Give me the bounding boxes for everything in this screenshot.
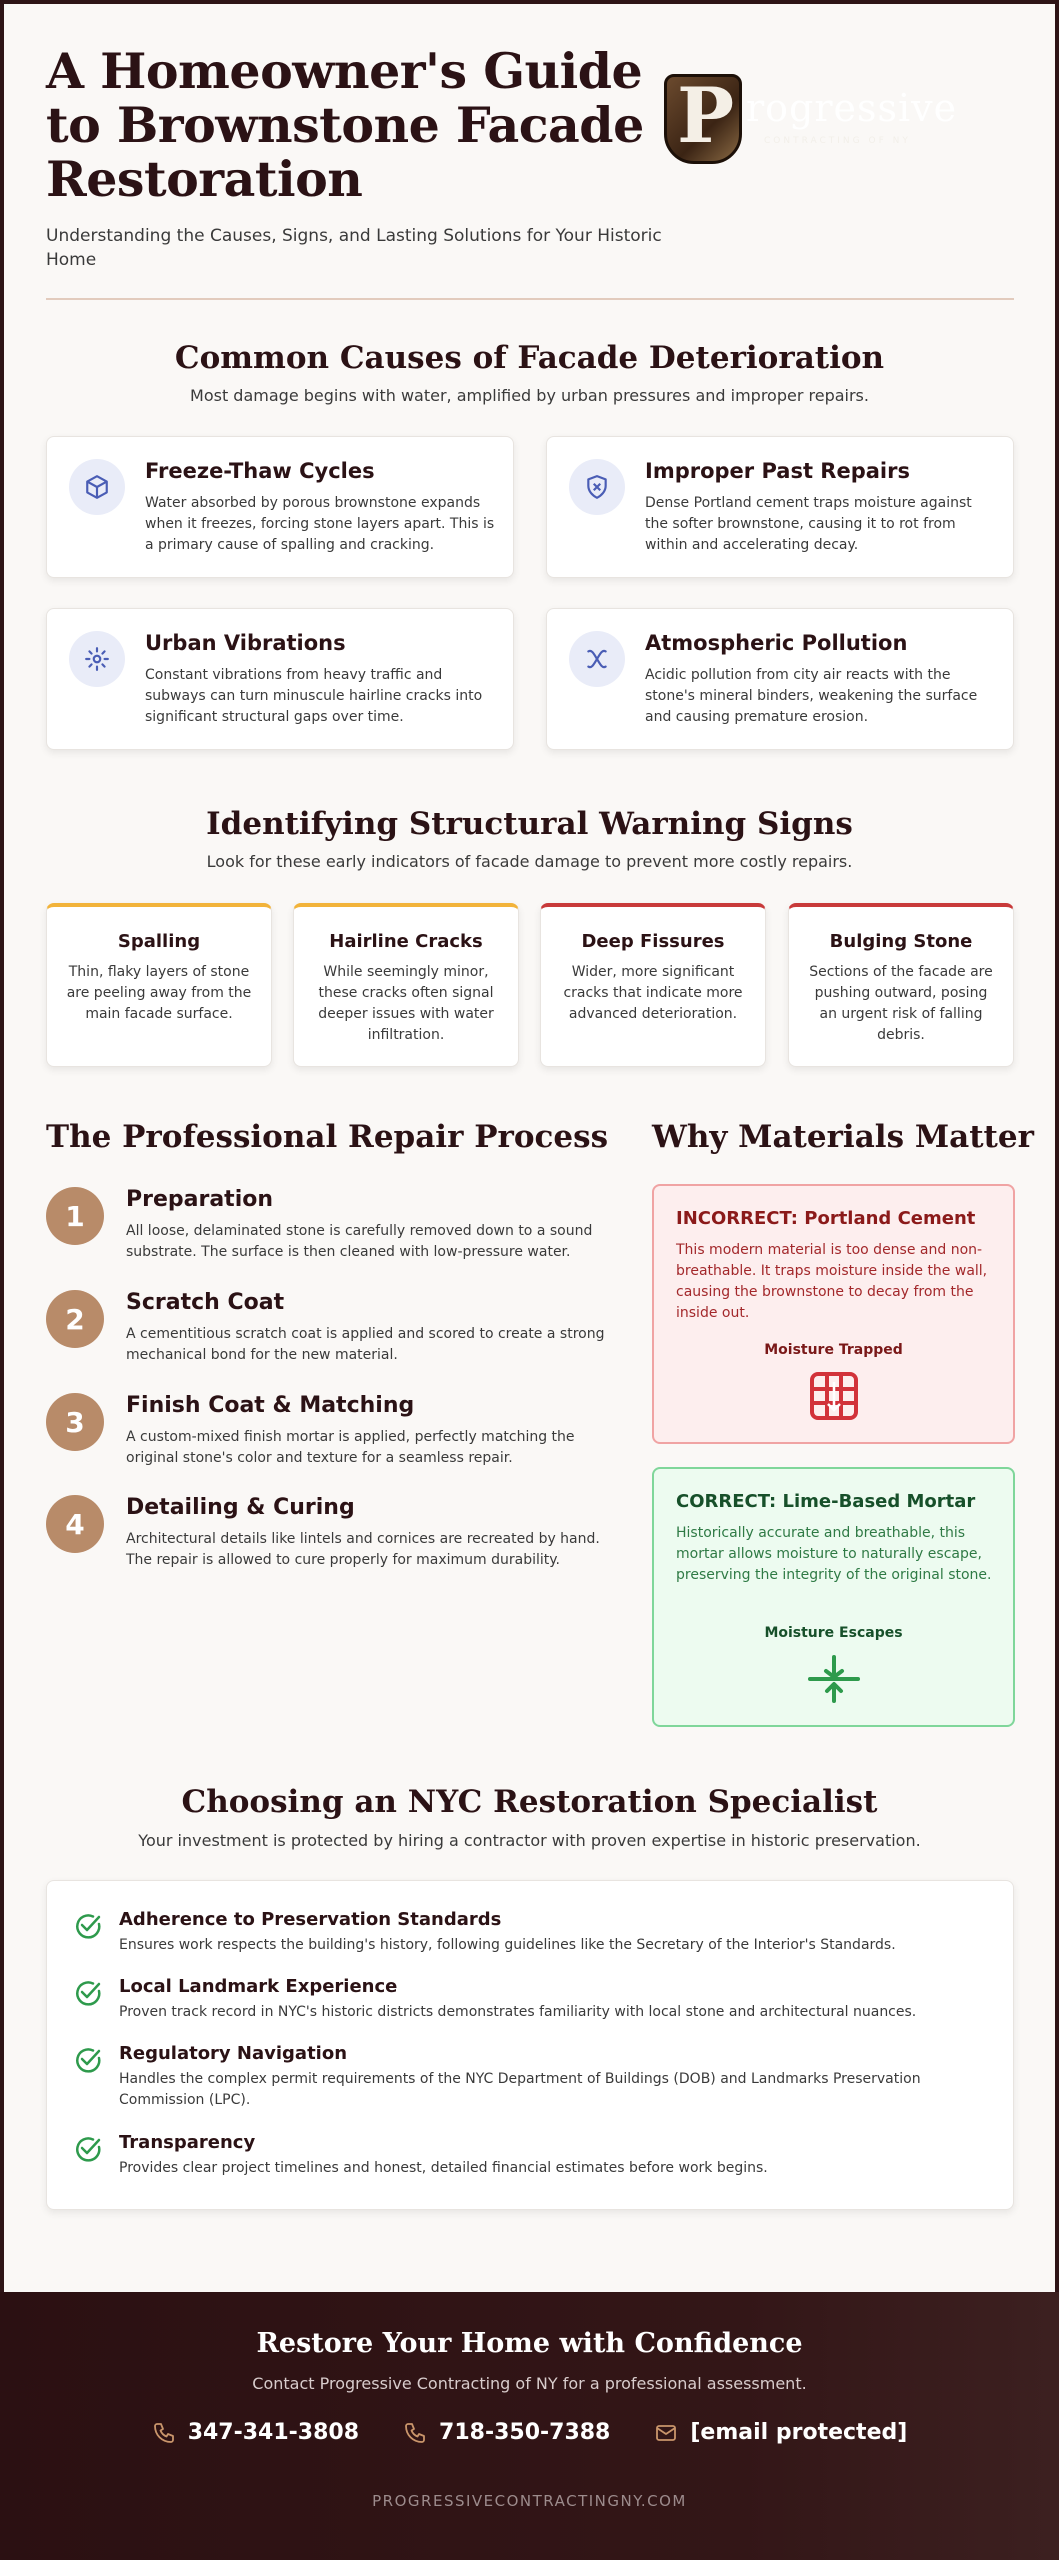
correct-heading: CORRECT: Lime-Based Mortar: [676, 1491, 976, 1512]
specialist-item-text: Proven track record in NYC's historic di…: [119, 2004, 917, 2020]
step-title: Finish Coat & Matching: [126, 1393, 415, 1418]
logo-wordmark: rogressive: [746, 86, 958, 130]
cause-text: Dense Portland cement traps moisture aga…: [645, 495, 972, 553]
sign-title: Hairline Cracks: [329, 931, 483, 952]
step-title: Scratch Coat: [126, 1290, 285, 1315]
page-subtitle: Understanding the Causes, Signs, and Las…: [46, 226, 662, 270]
contact-list: 347-341-3808 718-350-7388 [email protect…: [0, 2420, 1059, 2445]
specialist-title: Choosing an NYC Restoration Specialist: [181, 1784, 878, 1820]
cause-card-urban-vibrations: Urban Vibrations Constant vibrations fro…: [46, 608, 514, 750]
specialist-item-title: Transparency: [119, 2132, 256, 2153]
cause-card-improper-repairs: Improper Past Repairs Dense Portland cem…: [546, 436, 1014, 578]
check-circle-icon: [76, 2137, 101, 2162]
specialist-item-title: Adherence to Preservation Standards: [119, 1909, 502, 1930]
moisture-escapes-icon: [808, 1655, 860, 1703]
correct-material-box: CORRECT: Lime-Based Mortar Historically …: [652, 1467, 1015, 1727]
phone-icon: [405, 2422, 425, 2443]
check-circle-icon: [76, 1981, 101, 2006]
company-logo: P rogressive CONTRACTING OF NY: [664, 71, 984, 164]
materials-title: Why Materials Matter: [652, 1119, 1034, 1155]
phone-contact-1[interactable]: 347-341-3808: [152, 2420, 359, 2445]
step-number: 1: [46, 1187, 104, 1245]
cause-title: Atmospheric Pollution: [645, 631, 908, 655]
sign-text: Wider, more significant cracks that indi…: [563, 964, 743, 1022]
shield-x-icon: [569, 459, 625, 515]
moisture-trapped-label: Moisture Trapped: [764, 1342, 903, 1358]
cause-title: Freeze-Thaw Cycles: [145, 459, 375, 483]
cause-card-atmospheric-pollution: Atmospheric Pollution Acidic pollution f…: [546, 608, 1014, 750]
pollution-icon: [569, 631, 625, 687]
cube-icon: [69, 459, 125, 515]
moisture-trapped-icon: [810, 1372, 858, 1420]
sign-card-spalling: Spalling Thin, flaky layers of stone are…: [46, 903, 272, 1067]
header: A Homeowner's Guide to Brownstone Facade…: [46, 44, 1016, 272]
step-title: Detailing & Curing: [126, 1495, 355, 1520]
email-address[interactable]: [email protected]: [690, 2420, 908, 2445]
step-number: 2: [46, 1290, 104, 1348]
phone-number-1[interactable]: 347-341-3808: [187, 2420, 360, 2445]
step-title: Preparation: [126, 1187, 274, 1212]
sign-text: Thin, flaky layers of stone are peeling …: [66, 964, 252, 1022]
specialist-item-text: Provides clear project timelines and hon…: [119, 2160, 768, 2176]
specialist-item-text: Ensures work respects the building's his…: [119, 1937, 896, 1953]
website-link[interactable]: PROGRESSIVECONTRACTINGNY.COM: [372, 2492, 687, 2510]
signs-title: Identifying Structural Warning Signs: [206, 806, 853, 842]
sign-text: Sections of the facade are pushing outwa…: [809, 964, 993, 1043]
specialist-item-title: Local Landmark Experience: [119, 1976, 398, 1997]
phone-number-2[interactable]: 718-350-7388: [439, 2420, 611, 2445]
cause-text: Acidic pollution from city air reacts wi…: [645, 667, 978, 725]
footer-title: Restore Your Home with Confidence: [256, 2328, 803, 2359]
cause-title: Urban Vibrations: [145, 631, 346, 655]
logo-badge: P: [664, 71, 742, 164]
specialist-subtitle: Your investment is protected by hiring a…: [138, 1831, 921, 1850]
check-circle-icon: [76, 1914, 101, 1939]
specialist-card: Adherence to Preservation Standards Ensu…: [46, 1880, 1014, 2210]
sign-title: Spalling: [117, 931, 201, 952]
page-title: A Homeowner's Guide to Brownstone Facade…: [46, 42, 644, 208]
incorrect-material-box: INCORRECT: Portland Cement This modern m…: [652, 1184, 1015, 1444]
moisture-escapes-label: Moisture Escapes: [764, 1625, 903, 1641]
infographic-page: A Homeowner's Guide to Brownstone Facade…: [4, 4, 1055, 2292]
cause-text: Constant vibrations from heavy traffic a…: [145, 667, 483, 725]
vibration-icon: [69, 631, 125, 687]
specialist-item-text: Handles the complex permit requirements …: [119, 2071, 921, 2108]
causes-title: Common Causes of Facade Deterioration: [174, 340, 885, 376]
check-circle-icon: [76, 2048, 101, 2073]
step-number: 4: [46, 1495, 104, 1553]
footer: Restore Your Home with Confidence Contac…: [0, 2292, 1059, 2560]
logo-letter: P: [677, 71, 735, 160]
sign-card-hairline-cracks: Hairline Cracks While seemingly minor, t…: [293, 903, 519, 1067]
incorrect-text: This modern material is too dense and no…: [676, 1242, 988, 1321]
incorrect-heading: INCORRECT: Portland Cement: [676, 1208, 976, 1229]
process-title: The Professional Repair Process: [46, 1119, 609, 1155]
logo-tagline: CONTRACTING OF NY: [764, 136, 911, 146]
signs-subtitle: Look for these early indicators of facad…: [206, 852, 853, 871]
step-text: A custom-mixed finish mortar is applied,…: [126, 1429, 575, 1466]
header-divider: [46, 298, 1014, 300]
sign-title: Deep Fissures: [581, 931, 725, 952]
phone-icon: [153, 2422, 174, 2443]
sign-card-deep-fissures: Deep Fissures Wider, more significant cr…: [540, 903, 766, 1067]
cause-text: Water absorbed by porous brownstone expa…: [145, 495, 495, 553]
phone-contact-2[interactable]: 718-350-7388: [403, 2420, 610, 2445]
step-text: All loose, delaminated stone is carefull…: [126, 1223, 593, 1260]
cause-card-freeze-thaw: Freeze-Thaw Cycles Water absorbed by por…: [46, 436, 514, 578]
causes-subtitle: Most damage begins with water, amplified…: [190, 386, 869, 405]
mail-icon: [656, 2424, 677, 2441]
sign-text: While seemingly minor, these cracks ofte…: [318, 964, 494, 1043]
email-contact[interactable]: [email protected]: [654, 2420, 907, 2445]
correct-text: Historically accurate and breathable, th…: [676, 1525, 992, 1583]
sign-title: Bulging Stone: [829, 931, 973, 952]
specialist-item-title: Regulatory Navigation: [119, 2043, 348, 2064]
sign-card-bulging-stone: Bulging Stone Sections of the facade are…: [788, 903, 1014, 1067]
cause-title: Improper Past Repairs: [645, 459, 910, 483]
step-text: A cementitious scratch coat is applied a…: [126, 1326, 605, 1363]
step-number: 3: [46, 1393, 104, 1451]
step-text: Architectural details like lintels and c…: [126, 1531, 600, 1568]
footer-subtitle: Contact Progressive Contracting of NY fo…: [252, 2374, 807, 2393]
